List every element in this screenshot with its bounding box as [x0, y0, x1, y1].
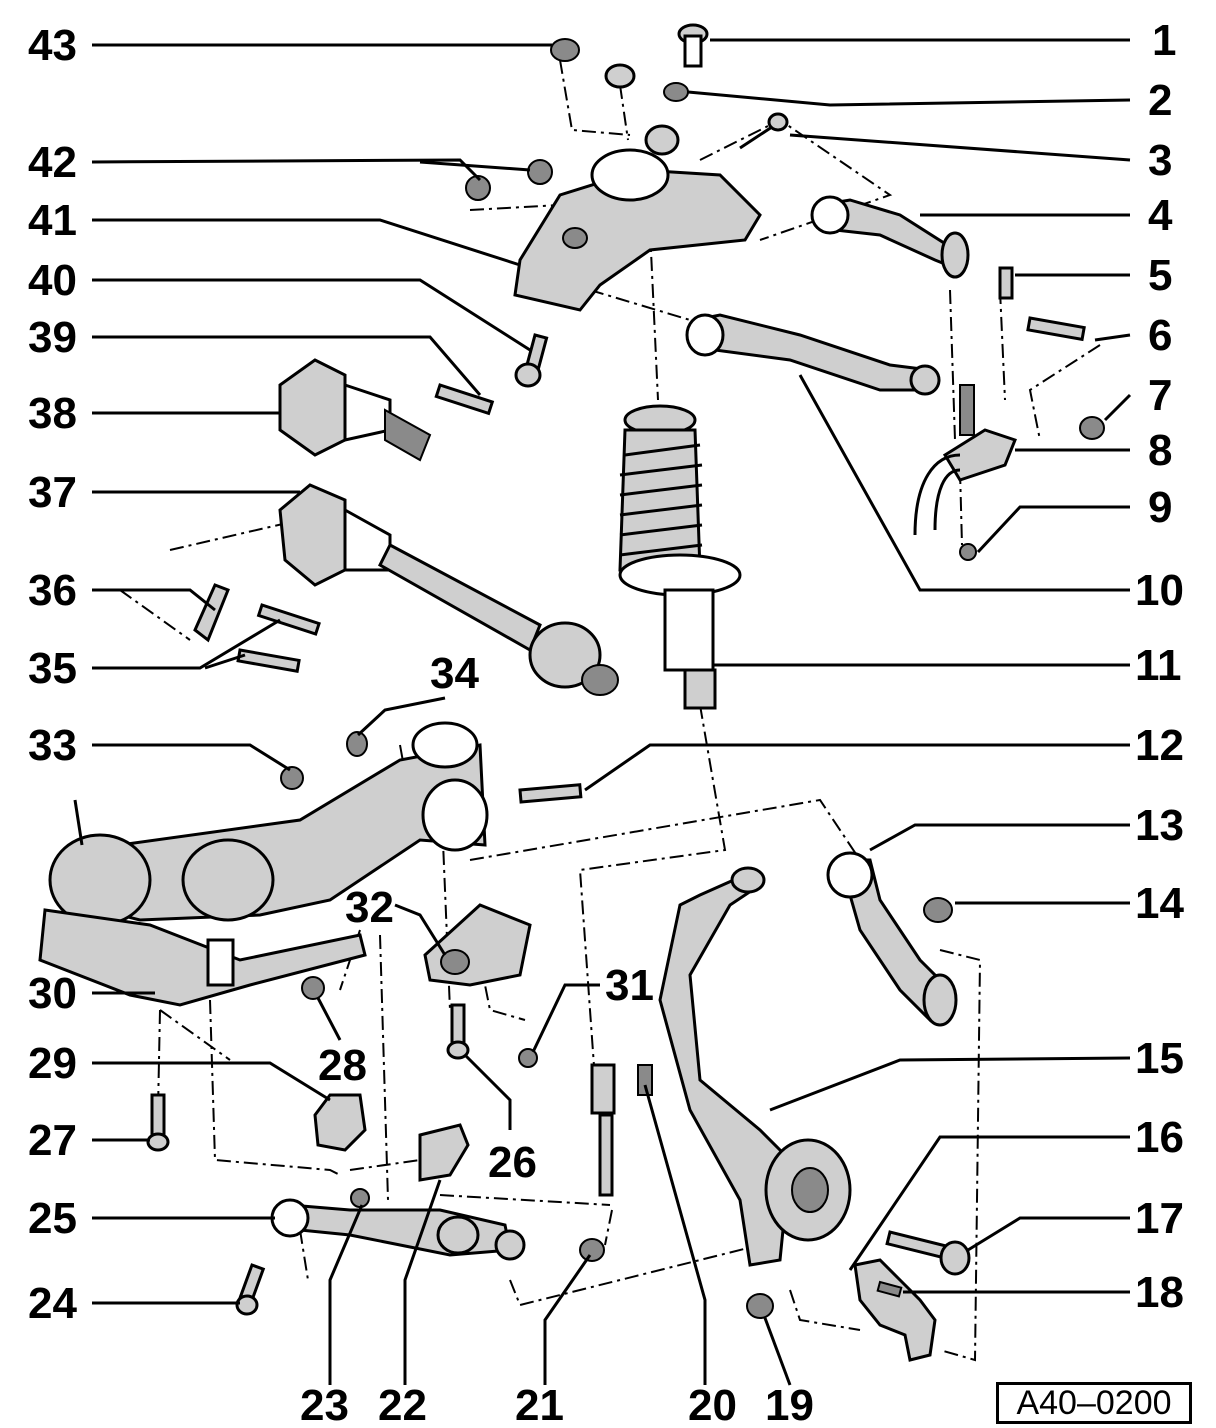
part-nut-42a: [527, 159, 553, 185]
part-bolt-27: [146, 1093, 170, 1152]
callout-40: 40: [28, 256, 77, 305]
callout-33: 33: [28, 721, 77, 770]
callout-16: 16: [1135, 1113, 1184, 1162]
part-bolt-3: [739, 112, 789, 150]
callout-13: 13: [1135, 801, 1184, 850]
part-bolt-6: [1026, 316, 1086, 342]
callout-19: 19: [765, 1381, 814, 1428]
part-housing-15: [658, 866, 852, 1267]
part-nut-19: [746, 1293, 774, 1319]
callout-12: 12: [1135, 721, 1184, 770]
part-arm-13: [826, 851, 958, 1027]
leader-lines: [91, 38, 1132, 1386]
part-link-10: [685, 313, 941, 396]
part-joint-38: [278, 358, 432, 462]
callout-35: 35: [28, 644, 77, 693]
part-clamp-29: [313, 1093, 367, 1152]
part-bolt-18: [876, 1280, 903, 1298]
callout-31: 31: [605, 961, 654, 1010]
callout-numbers: 43 42 41 40 39 38 37 36 35 34 33 32 31 3…: [28, 16, 1184, 1428]
part-strut-11: [618, 404, 742, 710]
part-driveshaft-37: [278, 483, 619, 696]
part-plate-36: [193, 583, 230, 643]
part-bolt-26: [446, 1003, 470, 1060]
callout-34: 34: [430, 649, 479, 698]
part-shield-16: [853, 1258, 937, 1362]
part-nut-28: [301, 976, 325, 1000]
callout-24: 24: [28, 1279, 77, 1328]
callout-38: 38: [28, 389, 77, 438]
callout-4: 4: [1148, 191, 1173, 240]
callout-41: 41: [28, 196, 77, 245]
callout-28: 28: [318, 1041, 367, 1090]
callout-32: 32: [345, 883, 394, 932]
callout-7: 7: [1148, 371, 1172, 420]
part-rod-20: [590, 1063, 653, 1197]
part-nut-34: [346, 731, 368, 757]
parts: [38, 23, 1105, 1362]
callout-25: 25: [28, 1194, 77, 1243]
callout-14: 14: [1135, 879, 1184, 928]
callout-26: 26: [488, 1138, 537, 1187]
part-bolt-40: [514, 333, 549, 388]
callout-39: 39: [28, 313, 77, 362]
callout-6: 6: [1148, 311, 1172, 360]
part-nut-23: [350, 1188, 370, 1208]
callout-42: 42: [28, 138, 77, 187]
callout-30: 30: [28, 969, 77, 1018]
part-nut-14: [923, 897, 953, 923]
part-bolt-39: [434, 383, 495, 416]
callout-8: 8: [1148, 426, 1172, 475]
part-bracket-32: [423, 903, 532, 987]
part-nut-43: [550, 38, 580, 62]
part-bolt-35a: [256, 603, 321, 636]
callout-21: 21: [515, 1381, 564, 1428]
part-stabilizer-9: [913, 453, 977, 561]
callout-17: 17: [1135, 1194, 1184, 1243]
part-clamp-8: [942, 384, 1017, 482]
part-washer-2: [663, 82, 689, 102]
callout-36: 36: [28, 566, 77, 615]
assembly-lines: [119, 59, 1101, 1362]
part-arm-25: [270, 1198, 526, 1261]
callout-11: 11: [1135, 641, 1182, 690]
callout-2: 2: [1148, 76, 1172, 125]
callout-37: 37: [28, 468, 77, 517]
part-nut-31: [518, 1048, 538, 1068]
callout-43: 43: [28, 21, 77, 70]
callout-22: 22: [378, 1381, 427, 1428]
callout-23: 23: [300, 1381, 349, 1428]
callout-3: 3: [1148, 136, 1172, 185]
callout-15: 15: [1135, 1034, 1184, 1083]
figure-reference-code: A40–0200: [996, 1382, 1192, 1424]
part-bolt-35b: [236, 648, 301, 673]
part-nut-33: [280, 766, 304, 790]
part-subframe: [48, 721, 489, 927]
part-nut-21: [579, 1238, 605, 1262]
callout-18: 18: [1135, 1268, 1184, 1317]
callout-27: 27: [28, 1116, 77, 1165]
part-bracket-22: [418, 1123, 470, 1182]
callout-29: 29: [28, 1039, 77, 1088]
part-arm-4: [810, 195, 970, 279]
callout-1: 1: [1152, 16, 1176, 65]
part-bolt-24: [235, 1263, 266, 1316]
part-bolt-1: [677, 23, 709, 68]
callout-10: 10: [1135, 566, 1184, 615]
part-bolt-12: [518, 783, 583, 804]
part-arm-30: [38, 908, 367, 1007]
part-nut-7: [1079, 416, 1105, 440]
callout-5: 5: [1148, 251, 1172, 300]
part-bracket-41: [513, 124, 762, 312]
part-nut-upper: [604, 63, 636, 89]
callout-20: 20: [688, 1381, 737, 1428]
part-bolt-5: [998, 266, 1014, 300]
callout-9: 9: [1148, 483, 1172, 532]
part-bolt-17: [885, 1230, 971, 1276]
